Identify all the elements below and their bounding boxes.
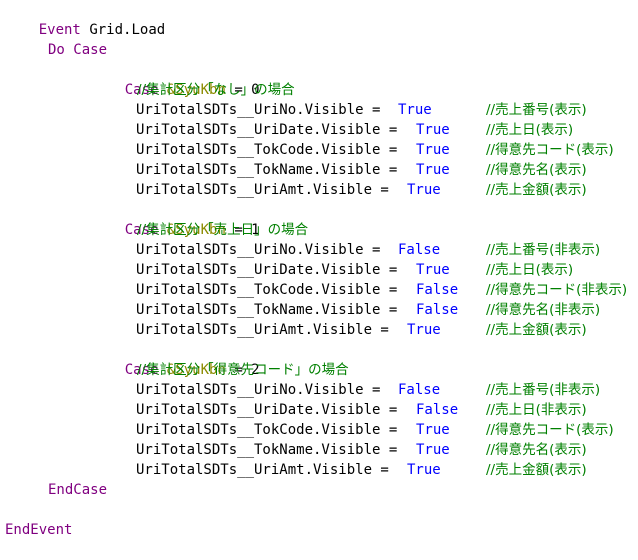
endcase-keyword: EndCase: [48, 482, 108, 498]
case-2-comment: //集計区分「得意先コード」の場合: [137, 362, 349, 378]
code-row: UriTotalSDTs__TokCode.Visible = False //…: [0, 280, 638, 300]
code-row: UriTotalSDTs__UriNo.Visible = True //売上番…: [0, 100, 638, 120]
boolean-value: False: [398, 382, 441, 398]
case-variable: &SyuKbn: [166, 222, 226, 238]
code-row: UriTotalSDTs__UriAmt.Visible = True //売上…: [0, 320, 638, 340]
code-comment: //得意先名(表示): [486, 442, 587, 458]
code-comment: //売上日(表示): [486, 262, 574, 278]
endevent-keyword: EndEvent: [5, 522, 73, 538]
case-0-header: Case &SyuKbn = 0: [91, 60, 260, 98]
code-statement: UriTotalSDTs__TokCode.Visible =: [136, 282, 406, 298]
code-comment: //売上金額(表示): [486, 322, 587, 338]
code-row: UriTotalSDTs__UriNo.Visible = False //売上…: [0, 380, 638, 400]
case-keyword: Case: [124, 222, 159, 238]
code-statement: UriTotalSDTs__UriNo.Visible =: [136, 102, 389, 118]
case-0-comment: //集計区分「なし」の場合: [137, 82, 295, 98]
code-row: UriTotalSDTs__TokName.Visible = False //…: [0, 300, 638, 320]
code-row: UriTotalSDTs__UriNo.Visible = False //売上…: [0, 240, 638, 260]
case-1-comment: //集計区分「売上日」の場合: [137, 222, 309, 238]
case-2-header: Case &SyuKbn = 2: [91, 340, 260, 378]
code-comment: //得意先コード(非表示): [486, 282, 628, 298]
code-row: UriTotalSDTs__UriDate.Visible = False //…: [0, 400, 638, 420]
boolean-value: True: [398, 102, 432, 118]
event-keyword: Event: [38, 22, 81, 38]
code-comment: //売上金額(表示): [486, 182, 587, 198]
boolean-value: True: [416, 262, 450, 278]
code-row: UriTotalSDTs__UriAmt.Visible = True //売上…: [0, 460, 638, 480]
boolean-value: False: [398, 242, 441, 258]
case-condition: = 0: [225, 82, 260, 98]
event-declaration: Event Grid.Load: [5, 0, 165, 38]
boolean-value: True: [407, 182, 441, 198]
case-keyword: Case: [124, 362, 159, 378]
case-variable: &SyuKbn: [166, 82, 226, 98]
code-statement: UriTotalSDTs__UriAmt.Visible =: [136, 322, 398, 338]
code-statement: UriTotalSDTs__UriDate.Visible =: [136, 402, 406, 418]
code-comment: //得意先名(非表示): [486, 302, 601, 318]
code-row: UriTotalSDTs__TokCode.Visible = True //得…: [0, 420, 638, 440]
code-statement: UriTotalSDTs__UriNo.Visible =: [136, 382, 389, 398]
code-comment: //得意先名(表示): [486, 162, 587, 178]
boolean-value: True: [416, 162, 450, 178]
code-comment: //売上番号(表示): [486, 102, 587, 118]
boolean-value: True: [407, 462, 441, 478]
code-row: UriTotalSDTs__TokName.Visible = True //得…: [0, 440, 638, 460]
boolean-value: True: [416, 422, 450, 438]
boolean-value: True: [416, 442, 450, 458]
code-row: UriTotalSDTs__TokName.Visible = True //得…: [0, 160, 638, 180]
code-row: UriTotalSDTs__UriDate.Visible = True //売…: [0, 260, 638, 280]
code-statement: UriTotalSDTs__TokName.Visible =: [136, 302, 406, 318]
code-statement: UriTotalSDTs__UriAmt.Visible =: [136, 462, 398, 478]
code-statement: UriTotalSDTs__UriDate.Visible =: [136, 122, 406, 138]
code-statement: UriTotalSDTs__TokCode.Visible =: [136, 422, 406, 438]
code-row: UriTotalSDTs__TokCode.Visible = True //得…: [0, 140, 638, 160]
code-editor[interactable]: Event Grid.Load Do Case Case &SyuKbn = 0…: [0, 0, 638, 541]
boolean-value: True: [416, 122, 450, 138]
code-comment: //売上日(表示): [486, 122, 574, 138]
code-comment: //売上日(非表示): [486, 402, 587, 418]
boolean-value: False: [416, 402, 459, 418]
code-statement: UriTotalSDTs__UriAmt.Visible =: [136, 182, 398, 198]
boolean-value: False: [416, 302, 459, 318]
code-statement: UriTotalSDTs__TokName.Visible =: [136, 442, 406, 458]
case-condition: = 1: [225, 222, 260, 238]
code-statement: UriTotalSDTs__TokCode.Visible =: [136, 142, 406, 158]
case-1-header: Case &SyuKbn = 1: [91, 200, 260, 238]
code-statement: UriTotalSDTs__UriNo.Visible =: [136, 242, 389, 258]
code-comment: //売上番号(非表示): [486, 242, 601, 258]
case-condition: = 2: [225, 362, 260, 378]
code-row: UriTotalSDTs__UriAmt.Visible = True //売上…: [0, 180, 638, 200]
code-comment: //得意先コード(表示): [486, 142, 614, 158]
code-comment: //売上番号(非表示): [486, 382, 601, 398]
code-statement: UriTotalSDTs__TokName.Visible =: [136, 162, 406, 178]
event-name: Grid.Load: [89, 22, 166, 38]
boolean-value: False: [416, 282, 459, 298]
code-statement: UriTotalSDTs__UriDate.Visible =: [136, 262, 406, 278]
code-comment: //売上金額(表示): [486, 462, 587, 478]
code-row: UriTotalSDTs__UriDate.Visible = True //売…: [0, 120, 638, 140]
boolean-value: True: [416, 142, 450, 158]
case-keyword: Case: [124, 82, 159, 98]
case-variable: &SyuKbn: [166, 362, 226, 378]
code-comment: //得意先コード(表示): [486, 422, 614, 438]
do-case-keyword: Do Case: [48, 42, 108, 58]
boolean-value: True: [407, 322, 441, 338]
